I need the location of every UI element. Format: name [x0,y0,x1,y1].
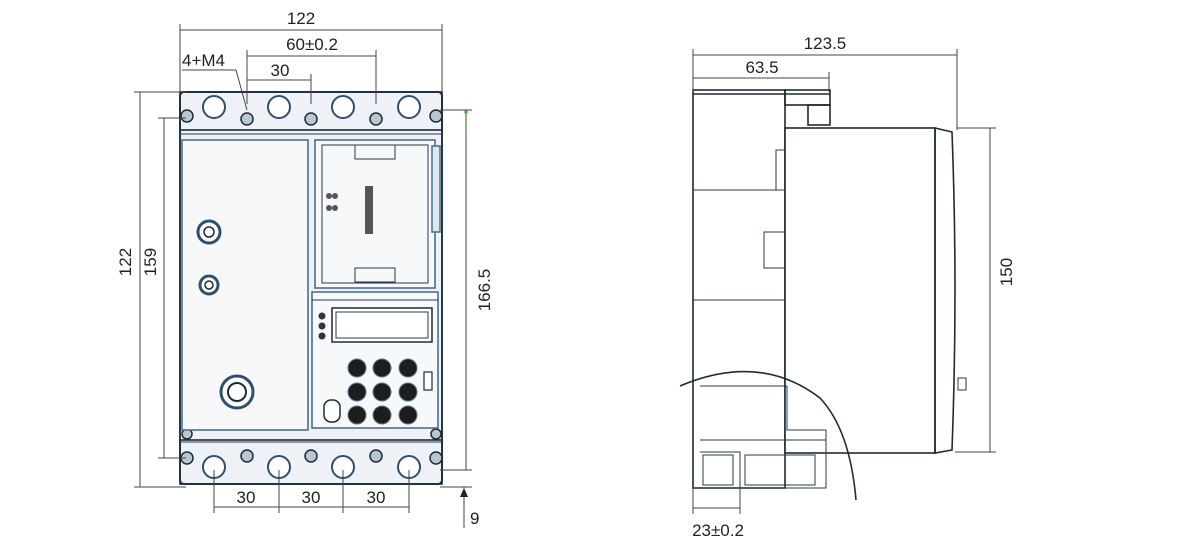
indicator-hole-1 [196,219,222,245]
side-rear-body [784,127,936,454]
top-pitch-label: 30 [271,61,290,80]
height-inner-label: 159 [141,248,160,276]
lcd-display [331,307,433,343]
dim-overall-width: 122 [179,9,443,92]
rail-offset-label: 23±0.2 [692,521,744,540]
dim-rail-offset: 23±0.2 [692,488,744,540]
dim-total-depth: 123.5 [692,34,958,130]
height-right-label: 166.5 [475,269,494,312]
indicator-hole-2 [198,274,220,296]
control-module [311,291,439,429]
front-view: 122 60±0.2 30 4+M4 122 [116,9,494,528]
side-front-block [692,89,786,489]
din-rail-clip [679,370,857,501]
front-depth-label: 63.5 [745,58,778,77]
keypad [323,358,433,425]
dim-top-pitch: 30 [247,61,312,104]
side-height-label: 150 [997,258,1016,286]
bottom-pitch-1: 30 [237,488,256,507]
bottom-pitch-2: 30 [302,488,321,507]
dim-hole-spacing: 60±0.2 [246,35,377,104]
dim-side-height: 150 [955,127,1016,453]
dim-height-outer: 122 [116,91,186,488]
total-depth-label: 123.5 [804,34,847,53]
width-label: 122 [287,9,315,28]
dim-mounting-holes: 4+M4 [182,51,248,111]
reset-knob [219,374,255,410]
bottom-pitch-3: 30 [367,488,386,507]
dim-height-right: 166.5 [440,109,494,471]
hole-spacing-label: 60±0.2 [286,35,338,54]
mounting-holes-label: 4+M4 [182,51,225,70]
dim-front-depth: 63.5 [693,58,830,92]
height-outer-label: 122 [116,248,135,276]
dim-bottom-pitches: 30 30 30 [213,470,410,513]
dim-height-inner: 159 [141,117,186,459]
bottom-offset-label: 9 [470,509,479,528]
dim-bottom-offset: 9 [440,486,479,528]
operating-handle-window [314,139,441,289]
side-view: 123.5 63.5 150 23±0.2 [679,34,1016,540]
